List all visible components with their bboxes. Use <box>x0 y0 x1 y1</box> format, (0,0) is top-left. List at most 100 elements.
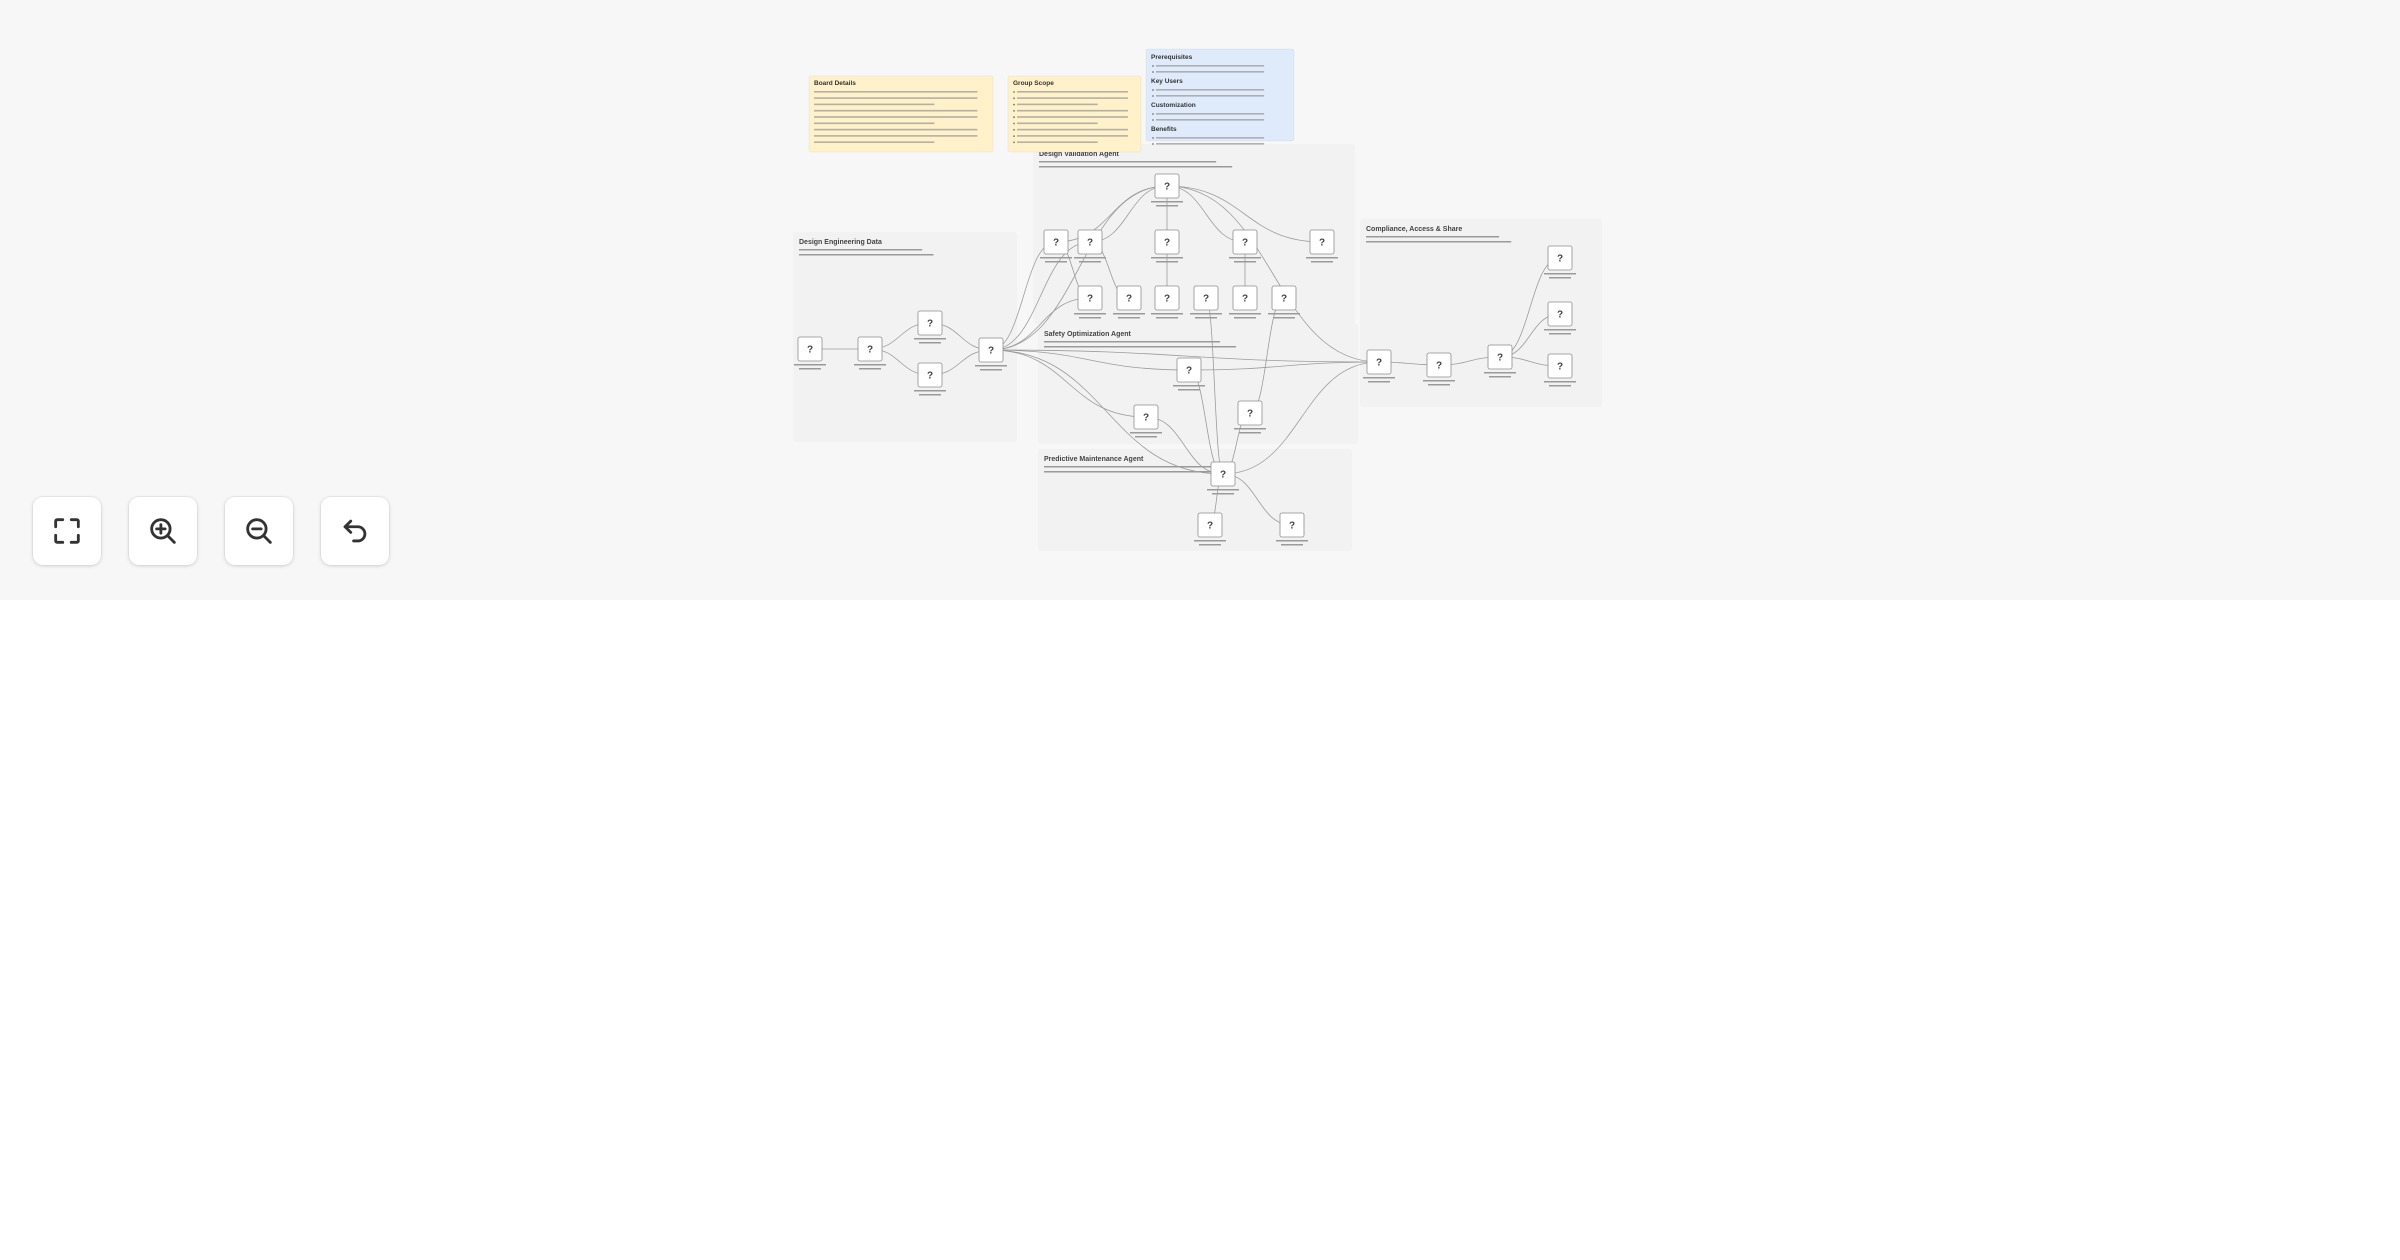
note-text-line <box>814 128 978 131</box>
node-layer: ????????????????????????????? <box>794 173 1576 546</box>
note-text-line <box>814 135 978 137</box>
note-text-line <box>1017 103 1098 106</box>
edge-connector <box>990 297 1091 351</box>
undo-button[interactable] <box>321 497 389 565</box>
node-label-line <box>1234 428 1266 430</box>
note-bullet <box>1013 110 1015 112</box>
node-box <box>1271 285 1297 311</box>
node-box <box>1077 229 1103 255</box>
unknown-node-icon: ? <box>1242 238 1248 249</box>
node-label-line <box>1079 261 1101 263</box>
edge-connector <box>990 349 1380 363</box>
note-text-line <box>814 116 978 118</box>
note-text-line <box>1156 95 1265 97</box>
unknown-node-icon: ? <box>1053 238 1059 249</box>
node-label-line <box>1190 313 1222 315</box>
node-label-line <box>1363 377 1395 379</box>
node-label-line <box>1156 205 1178 207</box>
unknown-node-icon: ? <box>927 319 933 330</box>
node-label-line <box>1281 544 1303 546</box>
node-box <box>1210 461 1236 487</box>
unknown-node-icon: ? <box>867 345 873 356</box>
sticky-section-heading: Prerequisites <box>1151 54 1193 61</box>
node-label-line <box>1549 277 1571 279</box>
edge-connector <box>990 349 1224 475</box>
workflow-node: ? <box>1276 512 1308 546</box>
zoom-out-button[interactable] <box>225 497 293 565</box>
group-desc-line <box>1044 466 1217 468</box>
note-text-line <box>814 122 935 125</box>
edge-connector <box>1166 185 1380 363</box>
sticky-note-2: Group Scope <box>1007 75 1142 153</box>
node-label-line <box>1273 317 1295 319</box>
group-background <box>1038 449 1352 551</box>
note-bullet <box>1152 143 1154 145</box>
group-background <box>1360 219 1602 407</box>
workflow-node: ? <box>1194 512 1226 546</box>
group-desc-line <box>1044 471 1233 473</box>
workflow-node: ? <box>1306 229 1338 263</box>
note-bullet <box>1152 113 1154 115</box>
group-safety: Safety Optimization Agent <box>1038 324 1358 444</box>
note-text-line <box>814 91 978 93</box>
node-label-line <box>1130 432 1162 434</box>
group-title: Predictive Maintenance Agent <box>1044 456 1144 463</box>
sticky-background <box>1007 75 1142 153</box>
node-label-line <box>1306 257 1338 259</box>
node-label-line <box>1173 385 1205 387</box>
node-label-line <box>919 394 941 396</box>
note-bullet <box>1152 71 1154 73</box>
workflow-node: ? <box>1074 285 1106 319</box>
node-label-line <box>1234 261 1256 263</box>
node-label-line <box>1276 540 1308 542</box>
unknown-node-icon: ? <box>1281 294 1287 305</box>
group-compliance: Compliance, Access & Share <box>1360 219 1602 407</box>
unknown-node-icon: ? <box>1557 254 1563 265</box>
note-text-line <box>814 109 978 112</box>
node-box <box>1043 229 1069 255</box>
workflow-node: ? <box>975 337 1007 371</box>
node-box <box>1279 512 1305 538</box>
workflow-node: ? <box>1074 229 1106 263</box>
fit-view-button[interactable] <box>33 497 101 565</box>
note-text-line <box>1156 143 1265 145</box>
node-label-line <box>1074 257 1106 259</box>
node-label-line <box>1428 384 1450 386</box>
zoom-out-icon <box>246 518 272 544</box>
unknown-node-icon: ? <box>1087 238 1093 249</box>
node-box <box>1116 285 1142 311</box>
node-label-line <box>1079 317 1101 319</box>
node-label-line <box>799 368 821 370</box>
group-title: Compliance, Access & Share <box>1366 226 1462 233</box>
unknown-node-icon: ? <box>1164 238 1170 249</box>
group-desc-line <box>1039 166 1233 168</box>
edge-connector <box>1166 185 1323 243</box>
zoom-in-icon <box>150 518 176 544</box>
workflow-node: ? <box>1207 461 1239 495</box>
unknown-node-icon: ? <box>1289 521 1295 532</box>
zoom-in-button[interactable] <box>129 497 197 565</box>
workflow-node: ? <box>1151 285 1183 319</box>
unknown-node-icon: ? <box>1319 238 1325 249</box>
edge-connector <box>990 241 1091 351</box>
workflow-node: ? <box>1040 229 1072 263</box>
note-bullet <box>1152 119 1154 121</box>
note-text-line <box>1156 137 1265 139</box>
group-design-val: Design Validation Agent <box>1033 144 1355 324</box>
group-desc-line <box>1366 241 1512 243</box>
node-label-line <box>914 390 946 392</box>
group-background <box>1038 324 1358 444</box>
node-label-line <box>794 364 826 366</box>
note-text-line <box>814 103 935 106</box>
node-label-line <box>1207 489 1239 491</box>
node-label-line <box>919 342 941 344</box>
workflow-node: ? <box>1484 344 1516 378</box>
node-label-line <box>1268 313 1300 315</box>
node-label-line <box>1229 313 1261 315</box>
node-box <box>1197 512 1223 538</box>
node-box <box>1154 285 1180 311</box>
node-label-line <box>1549 385 1571 387</box>
note-text-line <box>814 97 978 99</box>
node-label-line <box>1484 372 1516 374</box>
